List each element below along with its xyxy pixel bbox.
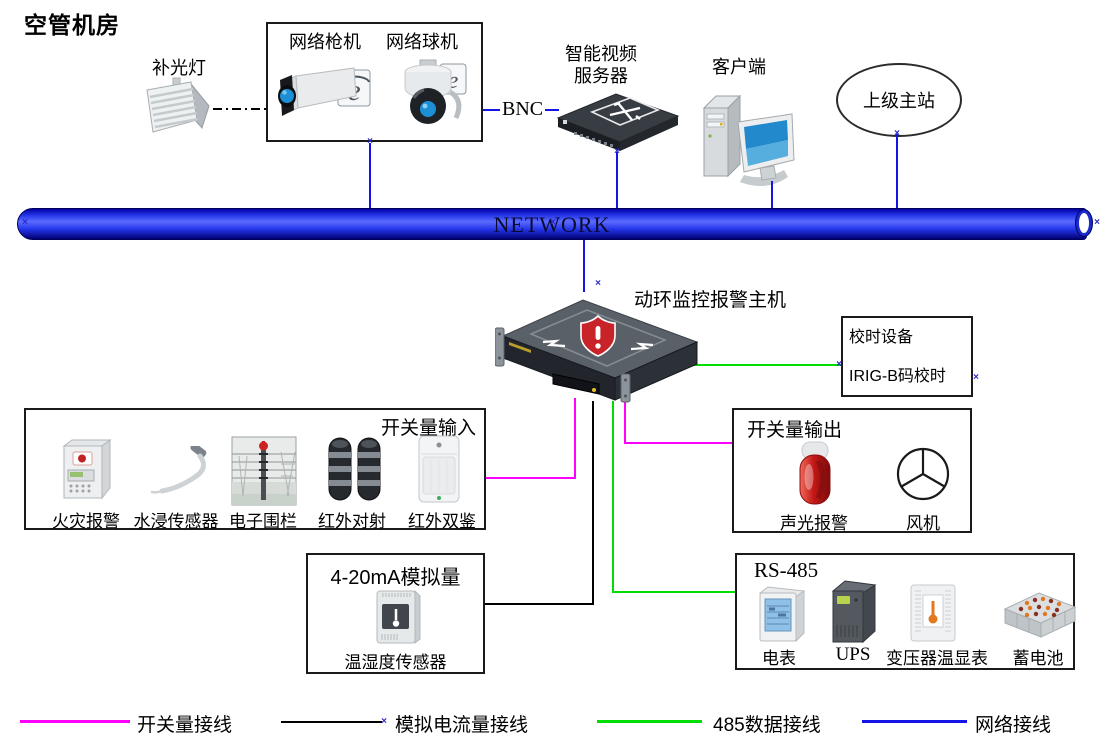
legend-network-line	[862, 720, 967, 723]
water-sensor-icon	[148, 446, 212, 502]
rs485-box-title: RS-485	[754, 558, 819, 582]
fan-icon	[895, 446, 951, 502]
client-label: 客户端	[712, 57, 766, 77]
transformer-temp-label: 变压器温显表	[886, 649, 988, 668]
transformer-temp-icon	[907, 581, 959, 645]
alarm-host-icon	[495, 290, 705, 404]
switch-line-di-v	[574, 398, 576, 479]
sound-light-alarm-icon	[792, 440, 838, 508]
battery-label: 蓄电池	[1012, 649, 1064, 668]
connection-marker	[1093, 219, 1101, 227]
rs485-line-timing	[618, 364, 841, 366]
network-line-host	[583, 239, 585, 292]
legend-switch-label: 开关量接线	[137, 715, 233, 736]
floodlight-icon	[143, 76, 215, 140]
svg-text:e: e	[448, 68, 459, 94]
sound-light-alarm-label: 声光报警	[780, 514, 848, 533]
video-server-label-line2: 服务器	[574, 66, 628, 86]
analog-line-h	[485, 603, 594, 605]
connection-marker	[366, 138, 374, 146]
page-title: 空管机房	[24, 12, 120, 38]
di-box: 开关量输入 火灾报警 水	[24, 408, 486, 531]
connection-marker	[613, 148, 621, 156]
analog-box-title: 4-20mA模拟量	[330, 567, 461, 589]
alarm-host-label: 动环监控报警主机	[634, 290, 787, 311]
connection-marker	[549, 219, 557, 227]
network-line-master	[896, 134, 898, 209]
switch-line-do-v	[624, 400, 626, 444]
switch-line-do-h	[624, 442, 732, 444]
ir-beam-icon	[326, 434, 384, 504]
analog-line-v	[592, 401, 594, 605]
irig-label: IRIG-B码校时	[849, 368, 946, 385]
analog-box: 4-20mA模拟量 温湿度传感器	[306, 553, 485, 674]
ups-icon	[825, 579, 881, 645]
ir-dual-label: 红外双鉴	[408, 512, 476, 531]
client-icon	[698, 84, 796, 188]
fan-label: 风机	[906, 514, 940, 533]
video-server-label-line1: 智能视频	[565, 44, 637, 64]
legend-analog-line	[281, 721, 382, 723]
power-meter-label: 电表	[762, 649, 796, 668]
rs485-line-v	[612, 401, 614, 593]
connection-marker	[380, 718, 388, 726]
temp-humidity-sensor-icon	[372, 588, 424, 648]
do-box: 开关量输出 声光报警 风机	[732, 408, 972, 533]
connection-marker	[835, 361, 843, 369]
timing-box	[841, 316, 973, 397]
electronic-fence-label: 电子围栏	[229, 512, 297, 531]
dome-camera-icon: e	[392, 56, 470, 134]
ups-label: UPS	[835, 644, 871, 665]
bus-end-cap	[1076, 210, 1092, 236]
switch-line-di-h	[486, 477, 576, 479]
di-box-title: 开关量输入	[380, 418, 476, 439]
temp-humidity-sensor-label: 温湿度传感器	[344, 653, 447, 672]
connection-marker	[594, 280, 602, 288]
connection-marker	[972, 374, 980, 382]
rs485-line-h	[612, 591, 735, 593]
connection-marker	[893, 130, 901, 138]
bnc-label: BNC	[500, 98, 546, 121]
battery-icon	[1001, 585, 1079, 643]
master-station-ellipse: 上级主站	[836, 63, 962, 137]
do-box-title: 开关量输出	[747, 420, 843, 441]
legend-485-label: 485数据接线	[713, 715, 821, 736]
legend-network-label: 网络接线	[975, 715, 1052, 736]
fire-alarm-label: 火灾报警	[52, 512, 120, 531]
fill-light-label: 补光灯	[152, 58, 206, 78]
connection-marker	[21, 219, 29, 227]
water-sensor-label: 水浸传感器	[133, 512, 219, 531]
video-server-icon	[552, 90, 684, 154]
network-line-video-server	[616, 152, 618, 209]
fire-alarm-icon	[58, 434, 116, 504]
rs485-box: RS-485 电表 UPS	[735, 553, 1077, 670]
network-line-cameras	[369, 143, 371, 209]
timing-device-label: 校时设备	[849, 329, 914, 346]
legend-analog-label: 模拟电流量接线	[395, 715, 529, 736]
fill-light-link-line	[213, 108, 266, 110]
power-meter-icon	[754, 583, 806, 643]
legend-switch-line	[20, 720, 130, 723]
bullet-camera-label: 网络枪机	[289, 32, 361, 52]
master-station-label: 上级主站	[863, 91, 935, 111]
legend-485-line	[597, 720, 702, 723]
ir-dual-icon	[416, 434, 462, 504]
electronic-fence-icon	[231, 436, 297, 506]
ir-beam-label: 红外对射	[318, 512, 386, 531]
bullet-camera-icon: e	[276, 60, 378, 126]
network-line-client	[771, 181, 773, 209]
dome-camera-label: 网络球机	[386, 32, 458, 52]
